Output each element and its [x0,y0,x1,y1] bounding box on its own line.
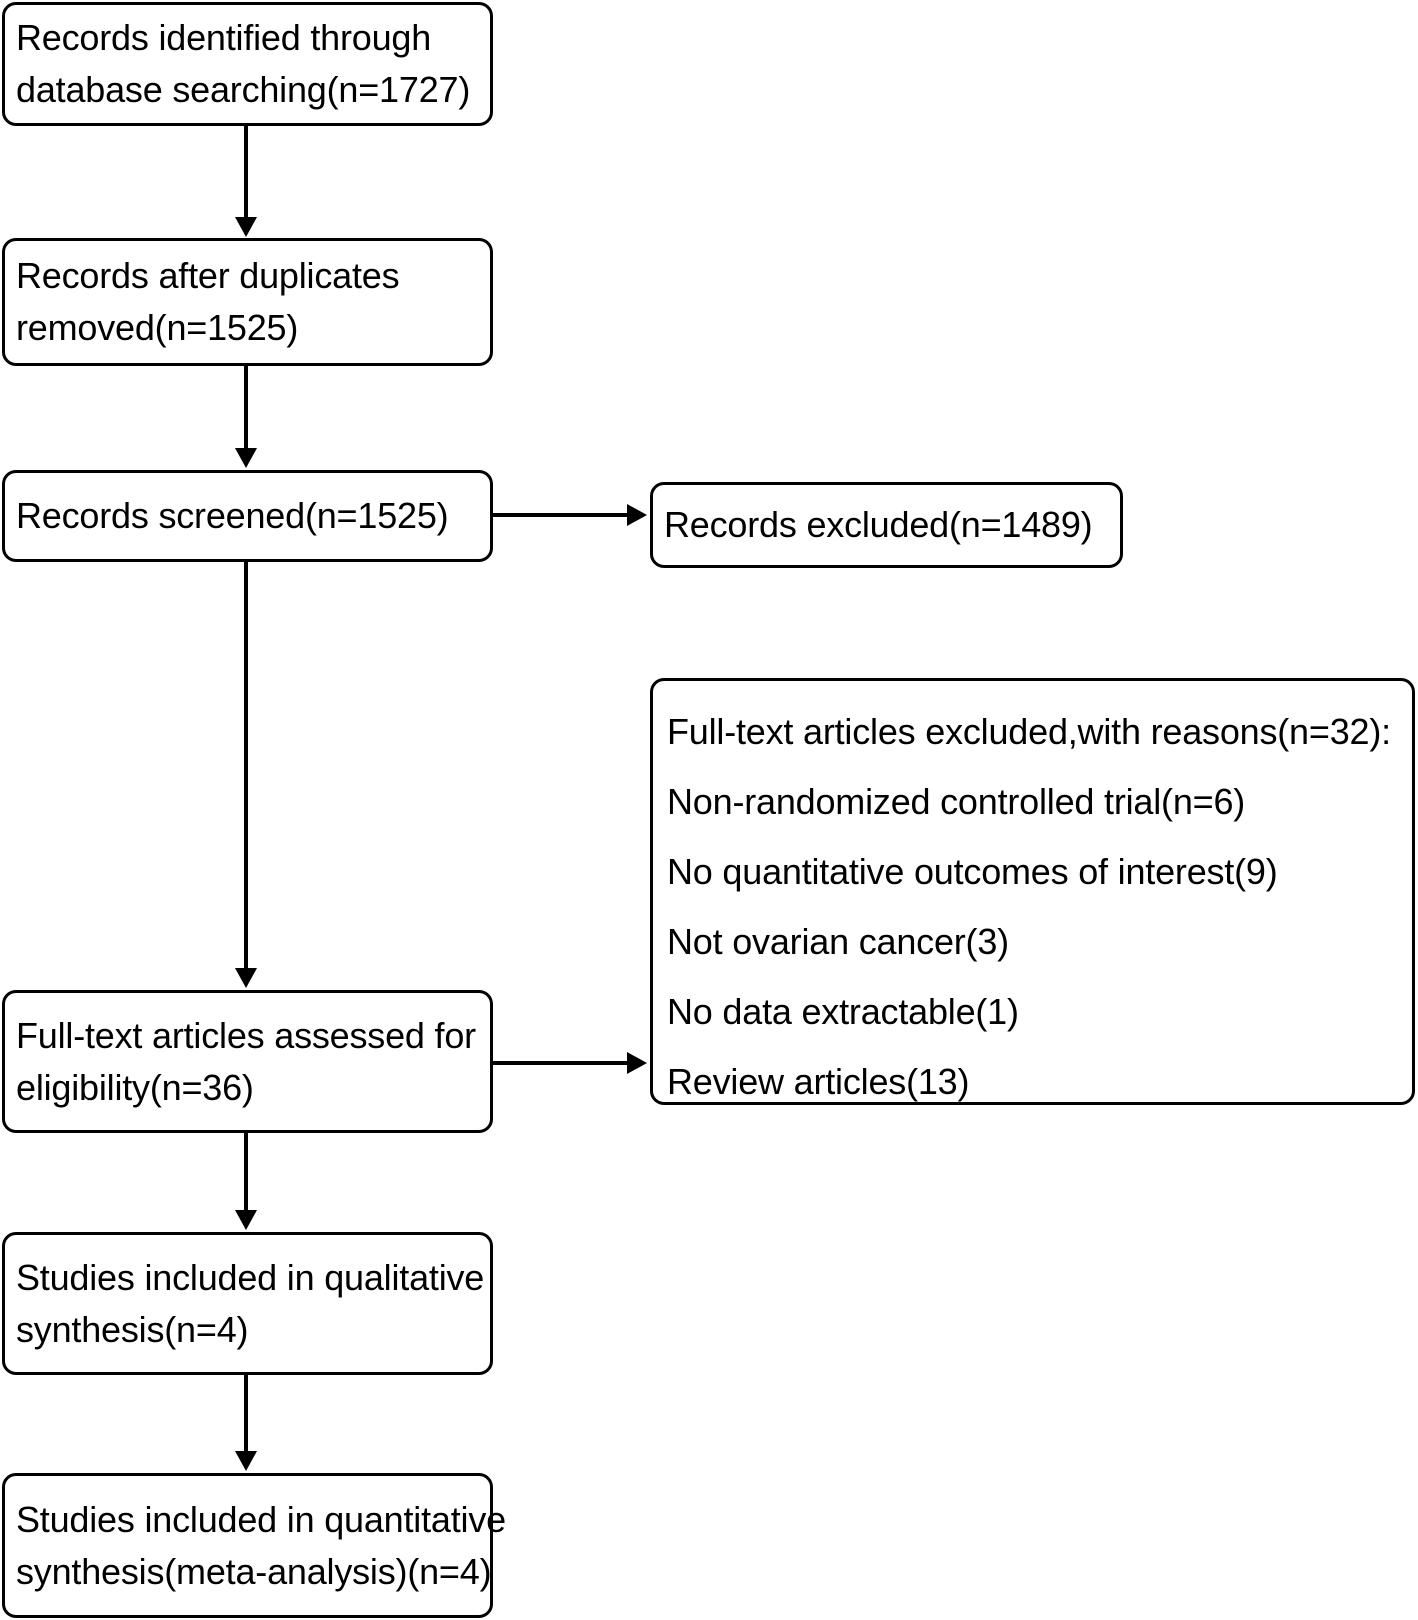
box-records-excluded-line-1: Records excluded(n=1489) [664,504,1093,545]
connector-stem [244,1375,248,1453]
arrow-head-down-icon [235,217,257,237]
box-quantitative-line-2: synthesis(meta-analysis)(n=4) [16,1550,492,1592]
box-records-identified-line-2: database searching(n=1727) [16,69,471,110]
arrow-head-right-icon [627,504,647,526]
box-qualitative-line-1: Studies included in qualitative [16,1256,485,1298]
arrow-head-down-icon [235,1451,257,1471]
box-qualitative-line-2: synthesis(n=4) [16,1308,249,1350]
box-duplicates-line-2: removed(n=1525) [16,307,299,348]
connector-stem [244,562,248,970]
box-records-screened: Records screened(n=1525) [2,470,493,562]
box-records-screened-line-1: Records screened(n=1525) [16,495,449,536]
box-records-identified: Records identified through database sear… [2,2,493,126]
reason-line-heading: Full-text articles excluded,with reasons… [667,711,1391,752]
arrow-head-right-icon [627,1052,647,1074]
connector-stem [244,1133,248,1212]
connector-stem [244,366,248,450]
reason-line-no-data-extractable: No data extractable(1) [667,991,1019,1032]
box-fulltext-line-1: Full-text articles assessed for [16,1014,476,1056]
box-fulltext-excluded-with-reasons: Full-text articles excluded,with reasons… [650,678,1415,1105]
box-records-excluded: Records excluded(n=1489) [650,482,1123,568]
box-records-after-duplicates-removed: Records after duplicates removed(n=1525) [2,238,493,366]
connector-stem [244,126,248,219]
reason-line-not-ovarian-cancer: Not ovarian cancer(3) [667,921,1009,962]
arrow-head-down-icon [235,1210,257,1230]
box-duplicates-line-1: Records after duplicates [16,255,400,296]
reason-line-no-quantitative-outcomes: No quantitative outcomes of interest(9) [667,851,1278,892]
box-quantitative-line-1: Studies included in quantitative [16,1498,506,1540]
box-records-identified-line-1: Records identified through [16,17,432,58]
connector-stem [493,1061,631,1065]
reason-line-review-articles: Review articles(13) [667,1061,970,1102]
reason-line-non-randomized: Non-randomized controlled trial(n=6) [667,781,1246,822]
box-fulltext-line-2: eligibility(n=36) [16,1066,254,1108]
box-studies-qualitative-synthesis: Studies included in qualitative synthesi… [2,1232,493,1375]
box-fulltext-assessed-for-eligibility: Full-text articles assessed for eligibil… [2,990,493,1133]
connector-stem [493,513,631,517]
arrow-head-down-icon [235,448,257,468]
box-studies-quantitative-synthesis: Studies included in quantitative synthes… [2,1473,506,1618]
arrow-head-down-icon [235,968,257,988]
